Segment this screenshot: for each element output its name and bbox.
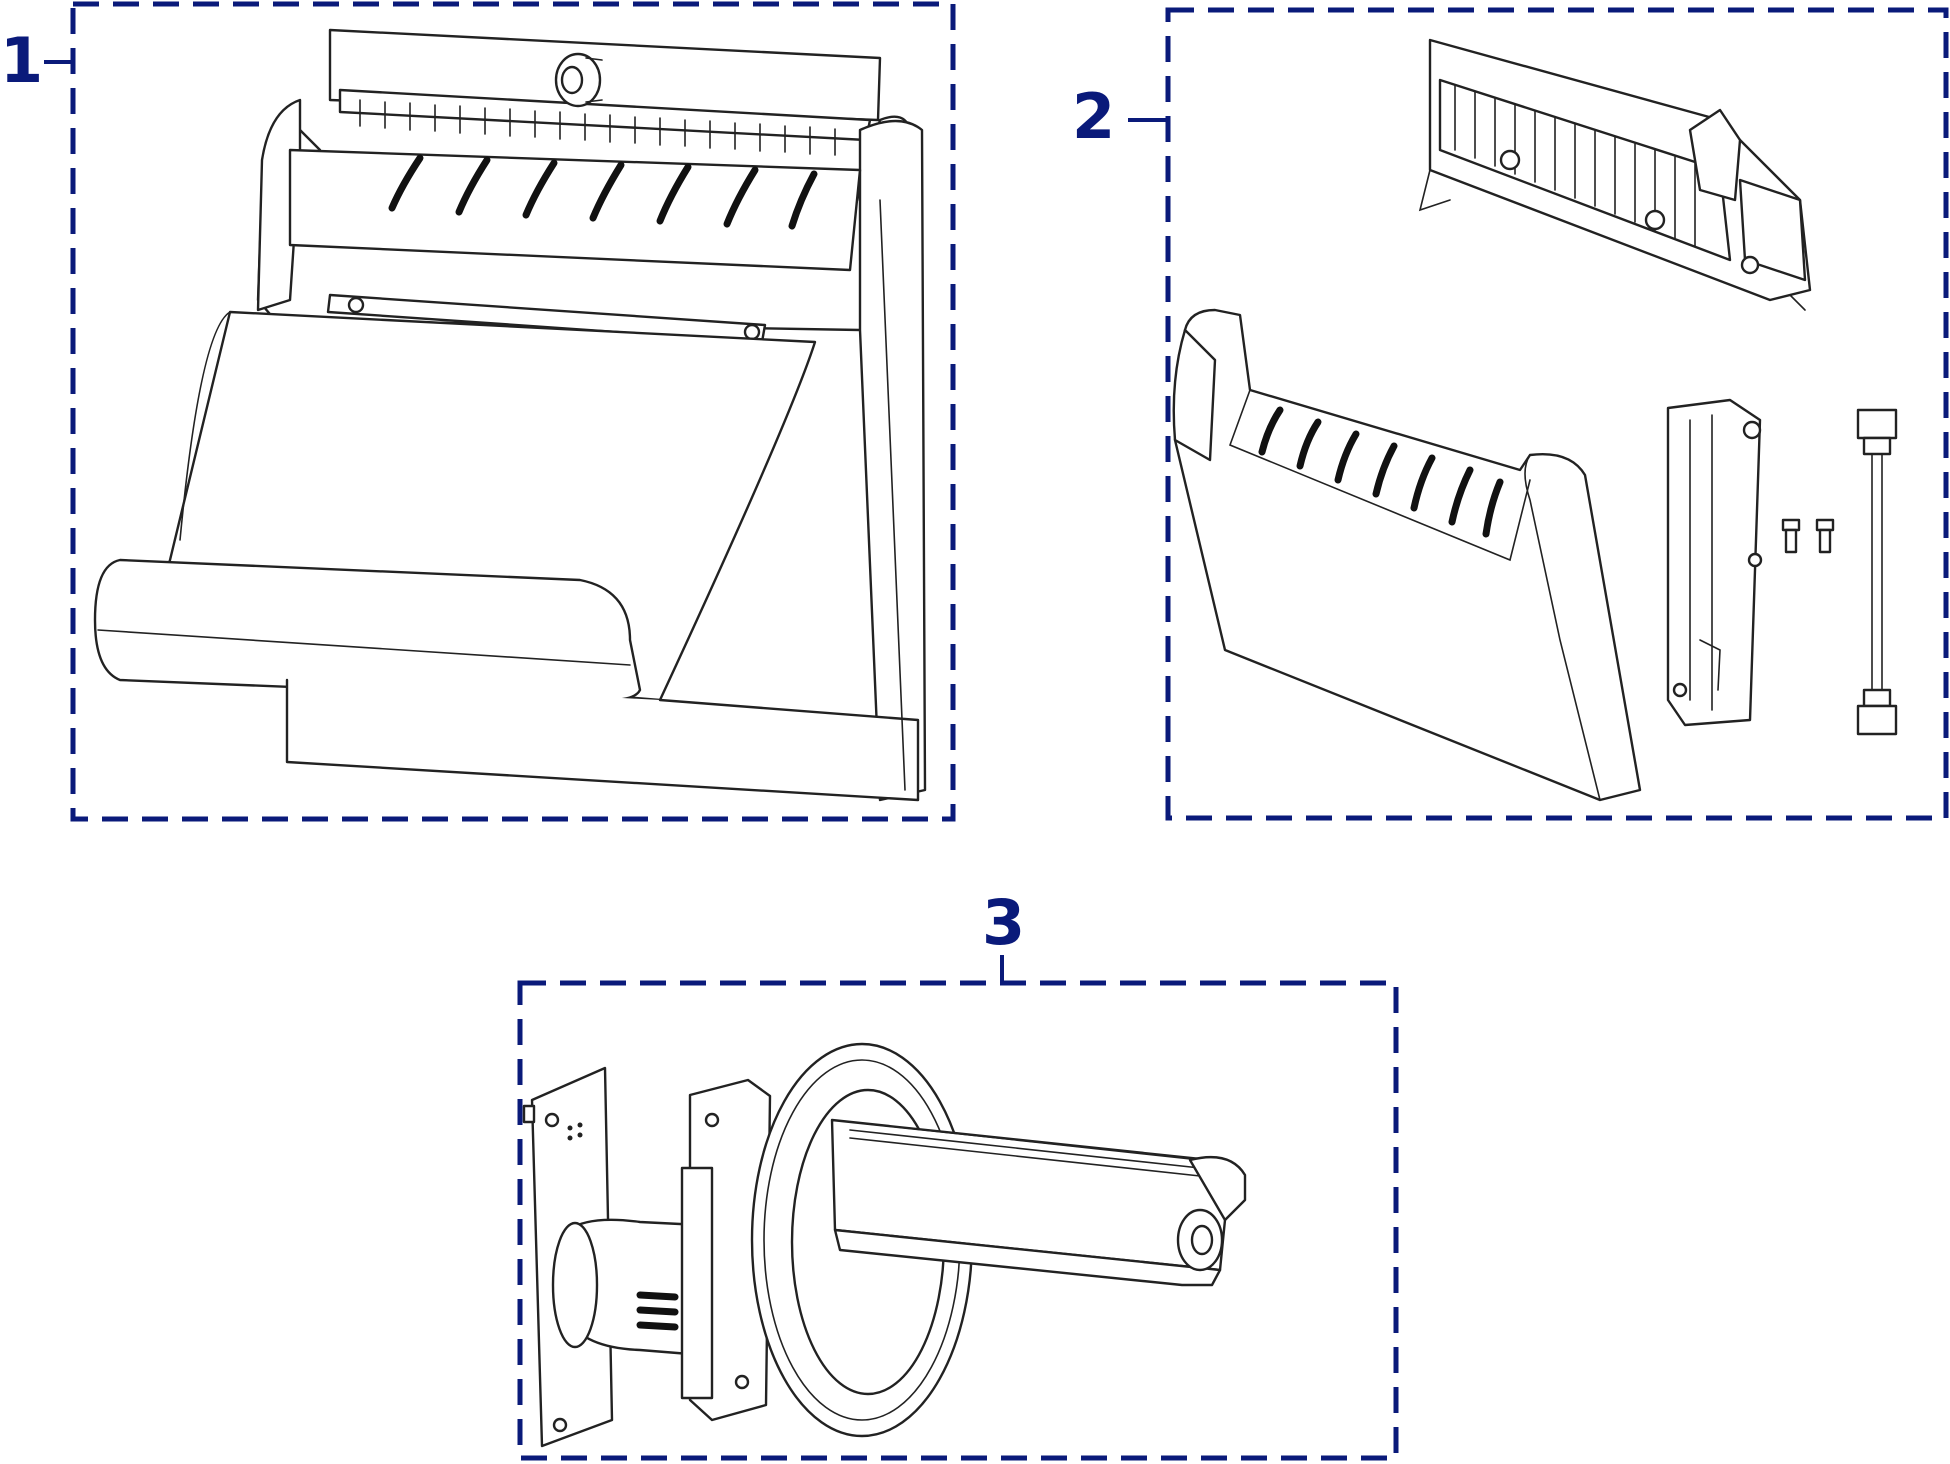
group-2: 2 [1072,7,1949,821]
screw-icon [1781,518,1835,554]
spindle-ribs [849,1121,1201,1177]
group-2-frame [1165,7,1949,821]
cutter-cover-illustration [1172,308,1642,802]
bracket-illustration [1666,398,1763,727]
group-1-frame [70,1,956,822]
group-1: 1 [0,1,956,822]
comb-teeth [359,99,836,156]
callout-3: 3 [982,886,1025,959]
cover-slots [1258,406,1504,538]
cover-assembly-illustration [93,28,927,802]
knob-icon [554,52,603,108]
group-3-frame [517,980,1399,1461]
rewind-assembly-illustration [522,1042,1247,1448]
callout-2: 2 [1072,80,1115,153]
callout-1: 1 [0,24,43,97]
vent-slots [388,154,818,230]
cutter-mechanism-illustration [1418,38,1812,311]
group-3: 3 [517,886,1399,1461]
cutter-blade-ribs [1454,84,1696,247]
cable-illustration [1856,408,1898,736]
